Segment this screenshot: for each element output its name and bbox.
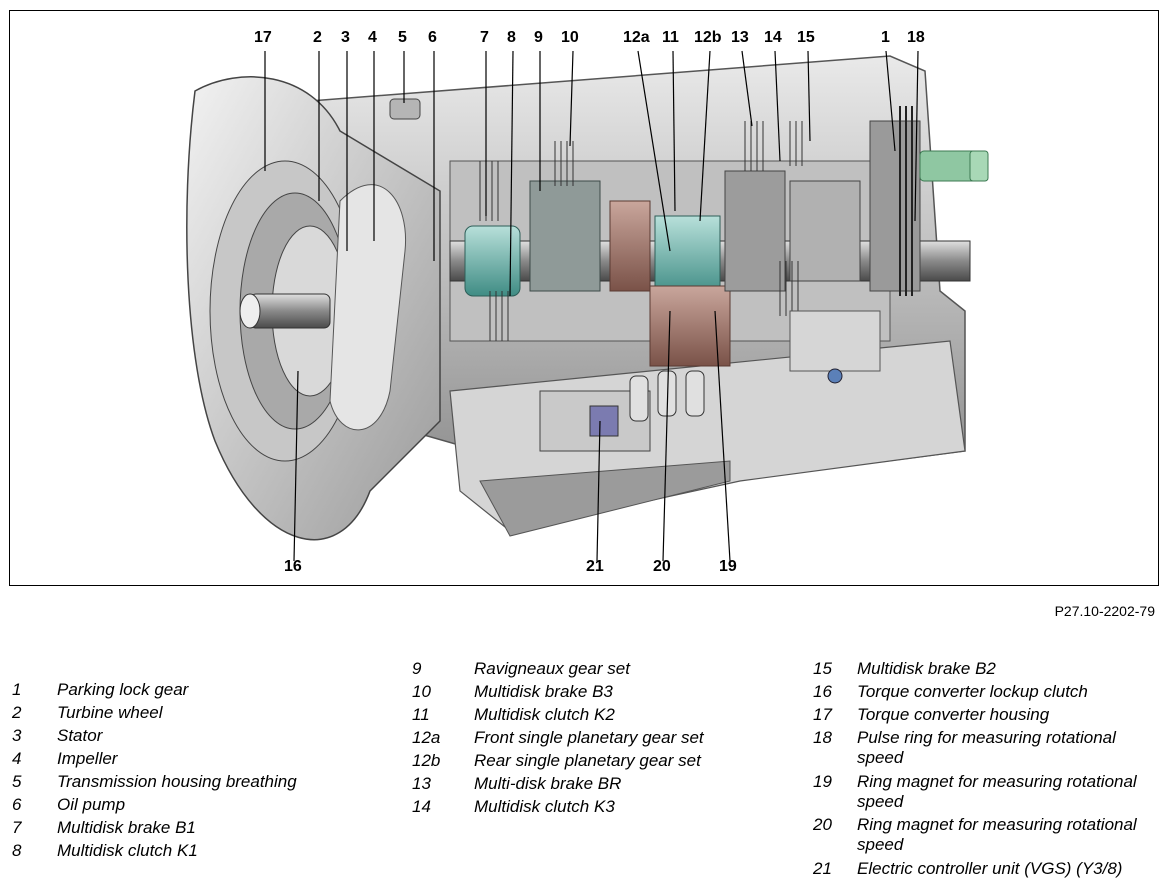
legend-number: 10 [412,682,431,701]
callout-20: 20 [653,558,671,575]
legend-item-4: 4 Impeller [12,749,392,769]
legend-item-1: 1 Parking lock gear [12,680,392,700]
callout-13: 13 [731,29,749,46]
legend-text: Ring magnet for measuring rotational spe… [857,772,1137,811]
callout-18: 18 [907,29,925,46]
legend-number: 17 [813,705,832,724]
legend-number: 4 [12,749,22,768]
figure-code: P27.10-2202-79 [1054,603,1155,619]
legend-number: 2 [12,703,22,722]
legend-number: 20 [813,815,832,834]
callout-3: 3 [341,29,350,46]
callout-5: 5 [398,29,407,46]
legend-number: 3 [12,726,22,745]
legend-item-3: 3 Stator [12,726,392,746]
legend-number: 19 [813,772,832,791]
legend-number: 1 [12,680,22,699]
legend-item-11: 11 Multidisk clutch K2 [412,705,802,725]
callout-12a: 12a [623,29,650,46]
legend-text: Multidisk clutch K2 [474,705,615,724]
legend-number: 18 [813,728,832,747]
legend-text: Rear single planetary gear set [474,751,701,770]
transmission-cutaway-figure: 17 2 3 4 5 6 7 8 9 10 12a 11 12b 13 14 1… [9,10,1159,586]
legend-item-15: 15 Multidisk brake B2 [813,659,1163,679]
callout-1: 1 [881,29,890,46]
callout-9: 9 [534,29,543,46]
legend-number: 13 [412,774,431,793]
legend-text: Electric controller unit (VGS) (Y3/8) [857,859,1123,878]
callout-14: 14 [764,29,782,46]
callout-4: 4 [368,29,377,46]
legend-text: Multidisk brake B2 [857,659,996,678]
legend-text: Oil pump [57,795,126,814]
callout-16: 16 [284,558,302,575]
callout-12b: 12b [694,29,722,46]
legend-item-5: 5 Transmission housing breathing [12,772,392,792]
callout-2: 2 [313,29,322,46]
legend-text: Impeller [57,749,118,768]
legend-number: 12a [412,728,441,747]
legend-item-16: 16 Torque converter lockup clutch [813,682,1163,702]
legend-item-9: 9 Ravigneaux gear set [412,659,802,679]
callout-21: 21 [586,558,604,575]
legend-text: Parking lock gear [57,680,189,699]
legend-item-6: 6 Oil pump [12,795,392,815]
legend-number: 12b [412,751,441,770]
legend-number: 16 [813,682,832,701]
callout-10: 10 [561,29,579,46]
transmission-illustration [186,50,989,562]
legend-item-20: 20 Ring magnet for measuring rotational s… [813,815,1163,855]
legend-text: Stator [57,726,103,745]
legend-text: Front single planetary gear set [474,728,704,747]
legend-text: Multidisk clutch K3 [474,797,615,816]
legend-item-13: 13 Multi-disk brake BR [412,774,802,794]
legend-number: 11 [412,705,430,724]
callout-7: 7 [480,29,489,46]
callout-6: 6 [428,29,437,46]
legend-item-12a: 12a Front single planetary gear set [412,728,802,748]
legend-item-19: 19 Ring magnet for measuring rotational s… [813,772,1163,812]
legend-text: Transmission housing breathing [57,772,297,791]
callout-17: 17 [254,29,272,46]
legend-text: Multidisk brake B1 [57,818,196,837]
legend-item-18: 18 Pulse ring for measuring rotational sp… [813,728,1163,768]
legend-item-7: 7 Multidisk brake B1 [12,818,392,838]
legend-number: 9 [412,659,422,678]
legend-number: 6 [12,795,22,814]
legend-item-12b: 12b Rear single planetary gear set [412,751,802,771]
legend-text: Pulse ring for measuring rotational spee… [857,728,1116,767]
legend-text: Multidisk brake B3 [474,682,613,701]
legend-text: Ravigneaux gear set [474,659,630,678]
legend-text: Multi-disk brake BR [474,774,622,793]
callout-11: 11 [662,29,679,46]
legend-item-10: 10 Multidisk brake B3 [412,682,802,702]
legend-item-17: 17 Torque converter housing [813,705,1163,725]
legend-text: Torque converter housing [857,705,1050,724]
legend-number: 21 [813,859,832,878]
legend-text: Turbine wheel [57,703,163,722]
legend-number: 8 [12,841,22,860]
legend-number: 15 [813,659,832,678]
callout-15: 15 [797,29,815,46]
callout-19: 19 [719,558,737,575]
legend-item-14: 14 Multidisk clutch K3 [412,797,802,817]
callout-8: 8 [507,29,516,46]
legend-text: Torque converter lockup clutch [857,682,1088,701]
legend-number: 5 [12,772,22,791]
legend-number: 7 [12,818,22,837]
legend-item-2: 2 Turbine wheel [12,703,392,723]
legend-text: Multidisk clutch K1 [57,841,198,860]
legend-text: Ring magnet for measuring rotational spe… [857,815,1137,854]
legend-item-8: 8 Multidisk clutch K1 [12,841,392,861]
legend-item-21: 21 Electric controller unit (VGS) (Y3/8) [813,859,1163,879]
legend-number: 14 [412,797,431,816]
